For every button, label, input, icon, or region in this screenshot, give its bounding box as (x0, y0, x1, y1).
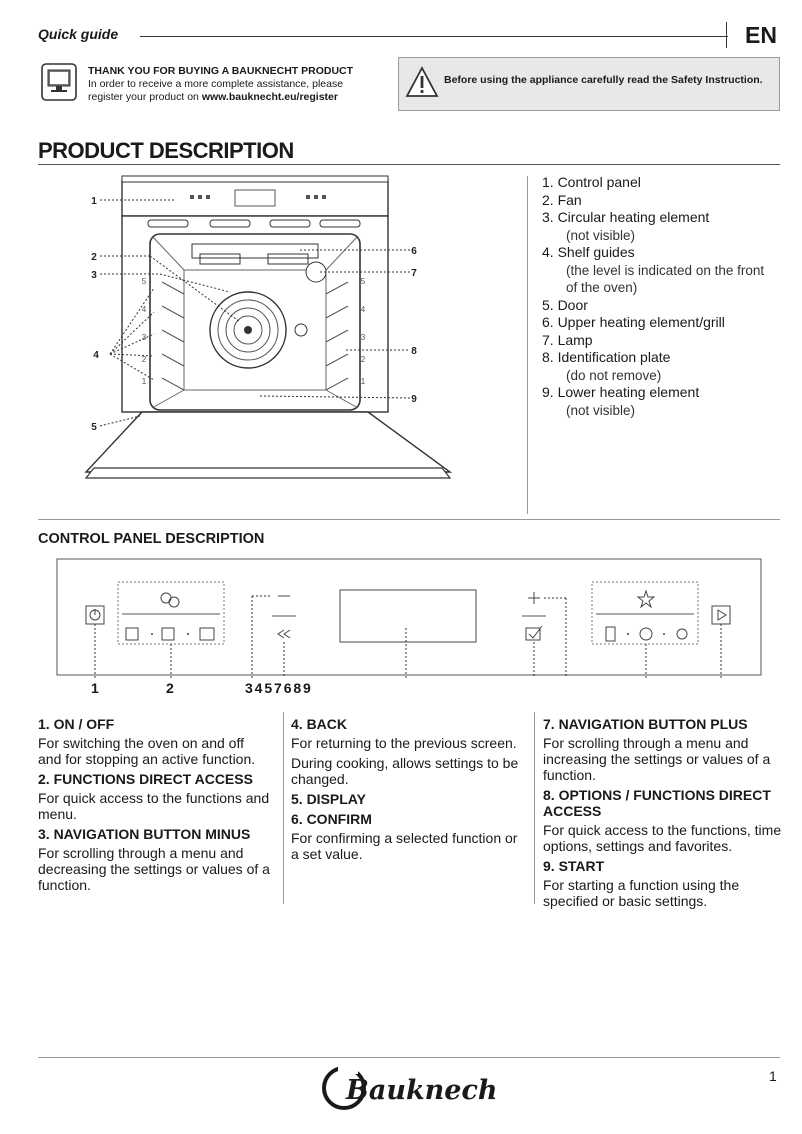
bauknecht-logo: Bauknecht (318, 1064, 511, 1119)
cp-title: 5. DISPLAY (291, 791, 366, 807)
shelf-level-left-3: 3 (142, 333, 147, 342)
control-panel-title: CONTROL PANEL DESCRIPTION (38, 531, 265, 547)
callout-3: 3 (91, 270, 97, 281)
cp-column-3: 7. NAVIGATION BUTTON PLUS For scrolling … (543, 712, 783, 913)
column-divider (283, 712, 284, 904)
cp-text: For quick access to the functions and me… (38, 790, 270, 822)
product-column-divider (527, 176, 528, 514)
legend-item: 7. Lamp (542, 331, 593, 348)
cp-number-3-9: 3 4 5 7 6 8 9 (245, 680, 311, 696)
callout-9: 9 (411, 394, 417, 405)
cp-text: For confirming a selected function or a … (291, 830, 518, 862)
thanks-line: In order to receive a more complete assi… (88, 78, 344, 90)
oven-lamp (305, 261, 327, 283)
cp-text: During cooking, allows settings to be ch… (291, 755, 519, 787)
cp-title: 2. FUNCTIONS DIRECT ACCESS (38, 771, 253, 787)
cp-column-2: 4. BACK For returning to the previous sc… (291, 712, 527, 866)
callout-2: 2 (91, 252, 97, 263)
oven-display-window (234, 189, 276, 207)
shelf-level-left-1: 1 (142, 377, 147, 386)
shelf-level-right-4: 4 (361, 305, 366, 314)
control-panel-diagram (56, 558, 762, 678)
thanks-title: THANK YOU FOR BUYING A BAUKNECHT PRODUCT (88, 65, 354, 77)
cp-text: For quick access to the functions, time … (543, 822, 782, 854)
callout-5: 5 (91, 422, 97, 433)
header-divider (726, 22, 727, 48)
cp-title: 1. ON / OFF (38, 716, 115, 732)
legend-item: 4. Shelf guides (542, 244, 635, 260)
callout-6: 6 (411, 246, 417, 257)
shelf-level-left-2: 2 (142, 355, 147, 364)
legend-note: (do not remove) (566, 367, 662, 383)
cp-text: For switching the oven on and off and fo… (38, 735, 256, 767)
shelf-level-right-5: 5 (361, 277, 366, 286)
quick-guide-label: Quick guide (38, 26, 119, 42)
cp-column-1: 1. ON / OFF For switching the oven on an… (38, 712, 270, 897)
legend-item: 8. Identification plate (542, 349, 671, 365)
shelf-level-right-1: 1 (361, 377, 366, 386)
column-divider (534, 712, 535, 904)
footer-rule (38, 1057, 780, 1058)
callout-8: 8 (411, 346, 417, 357)
legend-note: (not visible) (566, 402, 636, 418)
legend-item: 6. Upper heating element/grill (542, 314, 725, 330)
oven-control-panel (121, 179, 389, 217)
shelf-level-left-4: 4 (142, 305, 147, 314)
legend-note: (the level is indicated on the front of … (566, 262, 765, 296)
safety-warning-box (398, 57, 780, 111)
shelf-level-left-5: 5 (142, 277, 147, 286)
legend-item: 1. Control panel (542, 174, 641, 190)
legend-note: (not visible) (566, 227, 636, 243)
legend-item: 5. Door (542, 296, 588, 313)
monitor-icon (41, 63, 77, 106)
register-link[interactable]: www.bauknecht.eu/register (201, 91, 338, 103)
safety-warning-text: Before using the appliance carefully rea… (444, 74, 763, 86)
warning-icon (405, 66, 439, 103)
callout-1: 1 (91, 196, 97, 207)
thanks-block: THANK YOU FOR BUYING A BAUKNECHT PRODUCT… (88, 65, 353, 104)
brand-name: Bauknecht (345, 1075, 498, 1106)
cp-title: 6. CONFIRM (291, 811, 372, 827)
oven-door (84, 411, 453, 473)
confirm-button[interactable] (525, 627, 541, 641)
cp-text: For scrolling through a menu and increas… (543, 735, 771, 783)
shelf-level-right-3: 3 (361, 333, 366, 342)
cp-title: 3. NAVIGATION BUTTON MINUS (38, 826, 251, 842)
product-description-title: PRODUCT DESCRIPTION (38, 138, 294, 163)
cp-text: For scrolling through a menu and decreas… (38, 845, 270, 893)
cp-title: 9. START (543, 858, 605, 874)
cp-text: For starting a function using the specif… (543, 877, 740, 909)
display-panel (339, 589, 477, 643)
cp-title: 7. NAVIGATION BUTTON PLUS (543, 716, 748, 732)
cp-number-1: 1 (91, 680, 99, 696)
legend-item: 9. Lower heating element (542, 384, 700, 400)
cp-text: For returning to the previous screen. (291, 735, 517, 751)
shelf-level-right-2: 2 (361, 355, 366, 364)
back-button[interactable] (277, 629, 285, 639)
product-title-rule (38, 164, 780, 165)
cp-number-2: 2 (166, 680, 174, 696)
language-code: EN (745, 22, 777, 48)
cp-title: 8. OPTIONS / FUNCTIONS DIRECT ACCESS (543, 787, 771, 819)
cp-title: 4. BACK (291, 716, 348, 732)
header-rule (140, 36, 728, 37)
legend-item: 3. Circular heating element (542, 209, 710, 225)
thanks-register-prefix: register your product on (88, 91, 202, 103)
page-number: 1 (769, 1068, 777, 1084)
product-legend: 1. Control panel 2. Fan 3. Circular heat… (542, 174, 766, 419)
callout-7: 7 (411, 268, 417, 279)
legend-item: 2. Fan (542, 191, 582, 208)
section-rule (38, 519, 780, 520)
callout-4: 4 (93, 350, 99, 361)
oven-diagram: 5 4 3 2 1 5 4 3 2 1 1 2 3 4 5 6 7 8 9 (84, 175, 453, 479)
